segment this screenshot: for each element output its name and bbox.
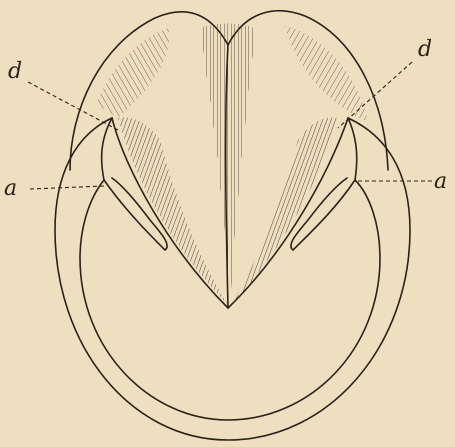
label-d-left: d [8,59,22,84]
leader-a-left [30,186,104,189]
right-bar-hatched [232,117,338,305]
left-bar-hatched [118,117,228,305]
label-d-right: d [418,37,432,62]
label-a-left: a [4,176,17,201]
left-bulb-shading [96,28,169,118]
left-bar-upper-line [102,118,112,180]
right-bulb-shading [285,26,368,122]
label-a-right: a [434,169,447,194]
right-bar-upper-line [348,118,357,180]
